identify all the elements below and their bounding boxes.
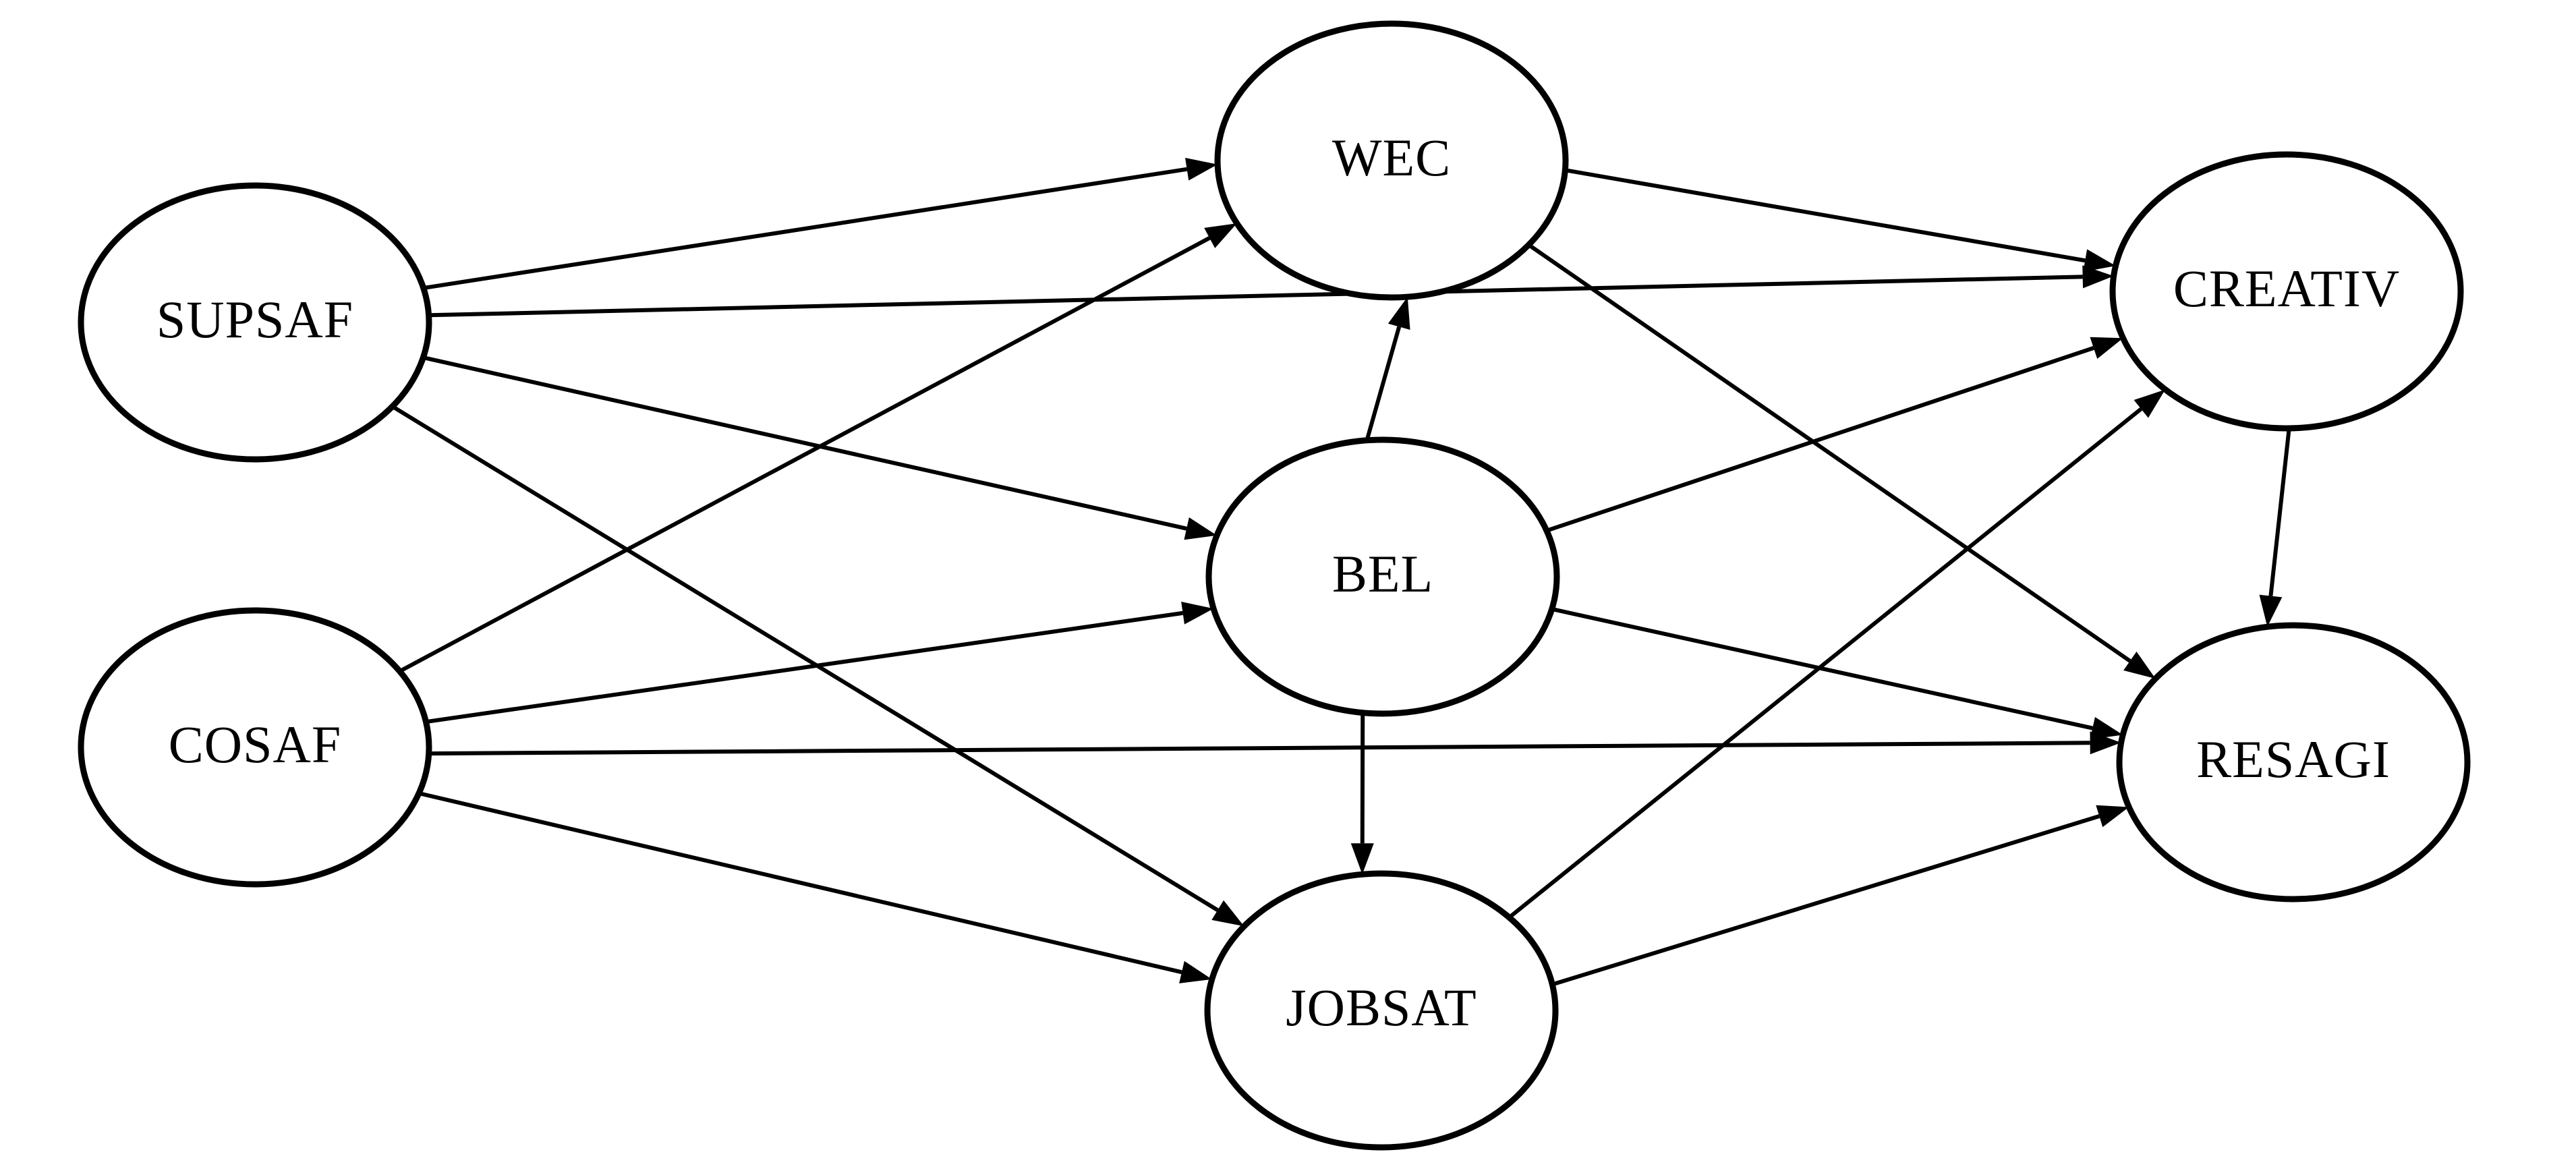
edge-cosaf-to-resagi [428, 741, 2090, 756]
arrowhead-icon-creativ-to-resagi [2259, 594, 2283, 627]
edge-cosaf-to-wec [399, 236, 1211, 673]
node-label-creativ: CREATIV [2173, 259, 2400, 318]
node-shape-resagi [2116, 622, 2471, 902]
edge-supsaf-to-creativ [428, 275, 2083, 318]
arrowhead-icon-supsaf-to-wec [1185, 157, 1218, 181]
node-label-jobsat: JOBSAT [1286, 978, 1477, 1037]
node-supsaf[interactable]: SUPSAF [78, 182, 432, 463]
edge-bel-to-wec [1365, 326, 1402, 441]
arrowhead-icon-supsaf-to-jobsat [1211, 900, 1244, 927]
arrowhead-icon-bel-to-jobsat [1350, 843, 1374, 875]
edge-supsaf-to-jobsat [391, 405, 1219, 912]
node-label-wec: WEC [1332, 128, 1451, 187]
node-shape-jobsat [1204, 870, 1559, 1151]
node-shape-bel [1205, 436, 1560, 717]
node-cosaf[interactable]: COSAF [78, 607, 432, 888]
node-wec[interactable]: WEC [1214, 20, 1569, 301]
arrowhead-icon-cosaf-to-wec [1204, 223, 1237, 248]
node-label-cosaf: COSAF [169, 715, 341, 774]
arrowhead-icon-supsaf-to-creativ [2082, 265, 2114, 289]
arrowhead-icon-supsaf-to-bel [1184, 517, 1218, 540]
node-resagi[interactable]: RESAGI [2116, 622, 2471, 902]
edge-creativ-to-resagi [2268, 428, 2291, 596]
node-shape-supsaf [78, 182, 432, 463]
edge-bel-to-resagi [1551, 607, 2093, 730]
arrowhead-icon-bel-to-wec [1387, 297, 1410, 331]
node-label-supsaf: SUPSAF [156, 290, 353, 349]
edge-cosaf-to-bel [426, 610, 1183, 724]
edge-supsaf-to-bel [422, 355, 1187, 531]
edge-jobsat-to-resagi [1551, 814, 2100, 987]
node-shape-wec [1214, 20, 1569, 301]
node-jobsat[interactable]: JOBSAT [1204, 870, 1559, 1151]
edge-supsaf-to-wec [423, 167, 1188, 290]
node-label-bel: BEL [1332, 544, 1433, 603]
arrowhead-icon-jobsat-to-creativ [2134, 389, 2166, 418]
edge-jobsat-to-creativ [1508, 407, 2143, 919]
arrowhead-icon-cosaf-to-bel [1181, 602, 1214, 625]
edge-wec-to-creativ [1564, 168, 2086, 263]
arrowhead-icon-bel-to-creativ [2090, 337, 2123, 359]
edge-wec-to-resagi [1527, 243, 2131, 663]
arrowhead-icon-cosaf-to-jobsat [1179, 961, 1212, 983]
node-bel[interactable]: BEL [1205, 436, 1560, 717]
edge-cosaf-to-jobsat [418, 791, 1182, 975]
node-shape-cosaf [78, 607, 432, 888]
node-shape-creativ [2109, 151, 2464, 432]
edge-layer [391, 157, 2291, 987]
node-layer: SUPSAF COSAF WEC BEL JOBSAT CREATIV RESAGI [78, 20, 2471, 1151]
node-creativ[interactable]: CREATIV [2109, 151, 2464, 432]
arrowhead-icon-bel-to-resagi [2090, 716, 2123, 740]
node-label-resagi: RESAGI [2196, 730, 2391, 789]
arrowhead-icon-wec-to-creativ [2083, 249, 2116, 272]
arrowhead-icon-wec-to-resagi [2123, 651, 2156, 679]
edge-bel-to-creativ [1545, 346, 2094, 533]
arrowhead-icon-jobsat-to-resagi [2096, 805, 2129, 828]
